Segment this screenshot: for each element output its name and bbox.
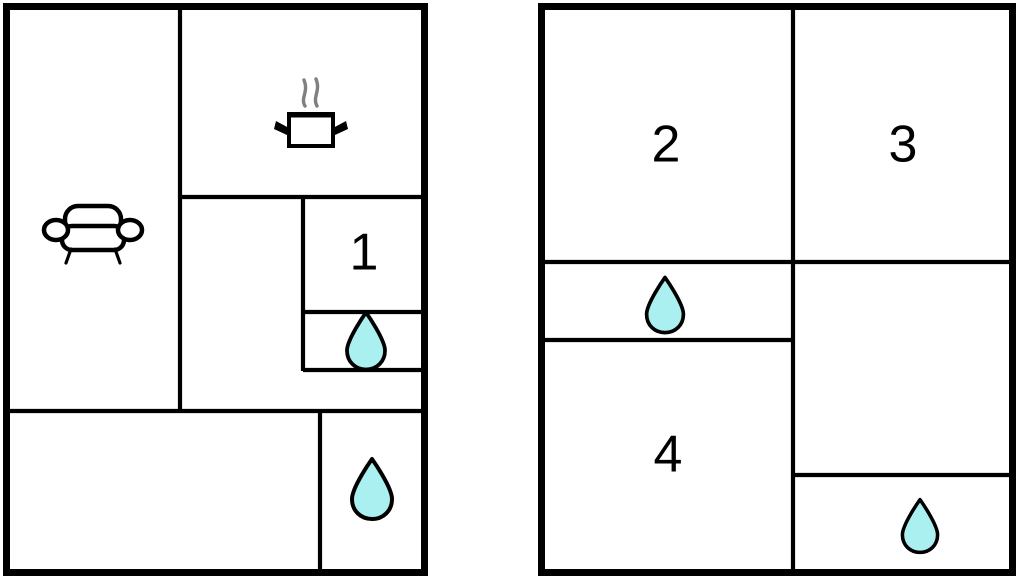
right-floor-plan: 2 3 4 <box>538 3 1016 576</box>
room-number-2: 2 <box>652 116 681 174</box>
left-plan-outer-wall <box>3 3 428 576</box>
room-number-1: 1 <box>350 224 379 282</box>
room-number-4: 4 <box>654 426 683 484</box>
left-floor-plan: 1 <box>3 3 428 576</box>
left-plan-interior-walls <box>4 4 427 575</box>
right-plan-interior-walls <box>539 4 1015 575</box>
room-number-3: 3 <box>889 116 918 174</box>
right-plan-outer-wall <box>538 3 1016 576</box>
